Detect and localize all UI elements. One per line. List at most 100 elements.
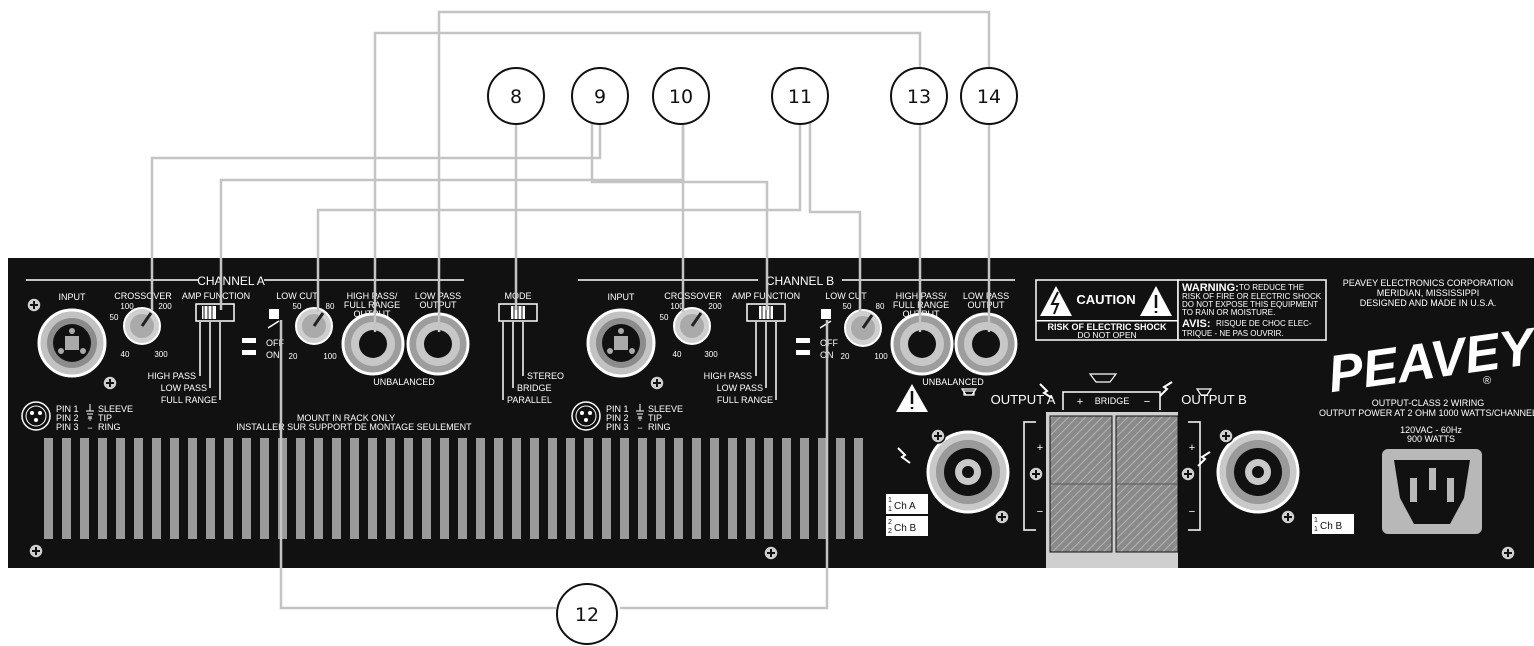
- output-a-plus: +: [1037, 442, 1043, 454]
- lc-tick: 80: [326, 302, 335, 311]
- xo-tick: 100: [670, 302, 684, 311]
- output-b-speakon-jack[interactable]: [1216, 430, 1300, 514]
- vent-slot: [710, 438, 719, 539]
- vent-slot: [422, 438, 431, 539]
- output-a-minus: −: [1037, 506, 1043, 518]
- speaker-icon: [1195, 388, 1213, 396]
- channel-b-input-combo-jack[interactable]: [586, 308, 656, 378]
- avis-head: AVIS:: [1182, 318, 1211, 330]
- lc-tick: 20: [289, 352, 298, 361]
- vent-slot: [62, 438, 71, 539]
- output-b-minus: −: [1189, 506, 1195, 518]
- bridge-label: BRIDGE: [1095, 396, 1130, 406]
- ground-icon: [636, 404, 644, 418]
- channel-b-low-cut-knob[interactable]: [843, 308, 883, 348]
- svg-text:1: 1: [888, 506, 892, 513]
- lc-tick: 50: [843, 302, 852, 311]
- pin-label: PIN 2: [56, 413, 79, 423]
- hp-out-line: HIGH PASS/: [347, 291, 398, 301]
- svg-text:12: 12: [575, 604, 599, 626]
- vent-slot: [782, 438, 791, 539]
- vent-slot: [368, 438, 377, 539]
- callout-10: 10: [652, 67, 710, 125]
- lightning-icon: [897, 447, 911, 464]
- channel-b-high-pass-output-jack[interactable]: [890, 312, 954, 376]
- output-class-text: OUTPUT-CLASS 2 WIRING: [1372, 398, 1485, 408]
- mount-text: INSTALLER SUR SUPPORT DE MONTAGE SEULEME…: [236, 422, 472, 432]
- channel-b-title: CHANNEL B: [766, 274, 834, 288]
- pin-label: PIN 1: [606, 404, 629, 414]
- channel-b-crossover-label: CROSSOVER: [664, 291, 722, 301]
- svg-text:1: 1: [1314, 517, 1318, 524]
- lc-tick: 50: [293, 302, 302, 311]
- bridge-plus: +: [1077, 396, 1083, 408]
- channel-b-amp-opt: LOW PASS: [717, 383, 763, 393]
- channel-b-unbalanced-label: UNBALANCED: [922, 377, 984, 387]
- lc-tick: 80: [876, 302, 885, 311]
- channel-a-crossover-knob[interactable]: [122, 306, 162, 346]
- warning-text: RISK OF FIRE OR ELECTRIC SHOCK: [1182, 292, 1322, 301]
- panel-screw: [28, 543, 44, 559]
- caution-sub: RISK OF ELECTRIC SHOCK: [1047, 322, 1167, 332]
- vent-slot: [440, 438, 449, 539]
- callout-13: 13: [890, 67, 948, 125]
- vent-slot: [206, 438, 215, 539]
- vent-slot: [98, 438, 107, 539]
- vent-slot: [674, 438, 683, 539]
- vent-slot: [476, 438, 485, 539]
- channel-a-high-pass-output-jack[interactable]: [341, 312, 405, 376]
- ch-b-pin-legend: 1 1 Ch B: [1312, 514, 1354, 534]
- pin-name: TIP: [98, 413, 112, 423]
- vent-slot: [566, 438, 575, 539]
- vent-slot: [386, 438, 395, 539]
- channel-a-crossover-label: CROSSOVER: [114, 291, 172, 301]
- warning-text: TO RAIN OR MOISTURE.: [1182, 308, 1275, 317]
- svg-text:2: 2: [888, 528, 892, 535]
- warning-head: WARNING:: [1182, 282, 1239, 294]
- vent-slot: [152, 438, 161, 539]
- svg-text:2: 2: [888, 519, 892, 526]
- channel-b-crossover-knob[interactable]: [672, 306, 712, 346]
- vent-slot: [530, 438, 539, 539]
- vent-slot: [854, 438, 863, 539]
- channel-b-low-pass-output-jack[interactable]: [954, 312, 1018, 376]
- output-a-speakon-jack[interactable]: [926, 430, 1010, 514]
- channel-a-input-combo-jack[interactable]: [37, 308, 107, 378]
- output-b-plus: +: [1189, 442, 1195, 454]
- pin-symbol: −: [87, 423, 92, 433]
- channel-a-amp-opt: LOW PASS: [161, 383, 207, 393]
- lc-tick: 20: [841, 352, 850, 361]
- vent-slot: [836, 438, 845, 539]
- pin-symbol: −: [637, 423, 642, 433]
- channel-a-amp-function-label: AMP FUNCTION: [182, 291, 250, 301]
- hp-out-line: FULL RANGE: [344, 300, 400, 310]
- svg-text:8: 8: [510, 86, 522, 108]
- svg-text:11: 11: [788, 86, 812, 108]
- pin-symbol: +: [87, 414, 92, 424]
- output-class-text: OUTPUT POWER AT 2 OHM 1000 WATTS/CHANNEL: [1319, 408, 1534, 418]
- vent-slot: [314, 438, 323, 539]
- mode-label: MODE: [505, 291, 532, 301]
- svg-text:10: 10: [669, 86, 693, 108]
- svg-text:14: 14: [977, 86, 1001, 108]
- channel-a-low-cut-switch[interactable]: [269, 309, 279, 319]
- panel-screw: [930, 428, 946, 444]
- xo-tick: 200: [158, 302, 172, 311]
- pin-name: TIP: [648, 413, 662, 423]
- svg-text:Ch B: Ch B: [1320, 521, 1343, 532]
- panel-screw: [994, 509, 1010, 525]
- vent-slot: [44, 438, 53, 539]
- vent-slot: [224, 438, 233, 539]
- channel-b-off-label: OFF: [820, 338, 838, 348]
- vent-slot: [584, 438, 593, 539]
- xo-tick: 200: [708, 302, 722, 311]
- svg-text:13: 13: [907, 86, 931, 108]
- pin-label: PIN 3: [606, 422, 629, 432]
- channel-b-low-cut-switch[interactable]: [821, 309, 831, 319]
- vent-slot: [332, 438, 341, 539]
- mode-opt: PARALLEL: [507, 395, 552, 405]
- registered-mark: ®: [1483, 375, 1491, 387]
- channel-a-low-cut-knob[interactable]: [294, 306, 334, 346]
- ch-a-pin-legend: 1 1 Ch A 2 2 Ch B: [886, 494, 928, 536]
- svg-text:Ch A: Ch A: [894, 501, 916, 512]
